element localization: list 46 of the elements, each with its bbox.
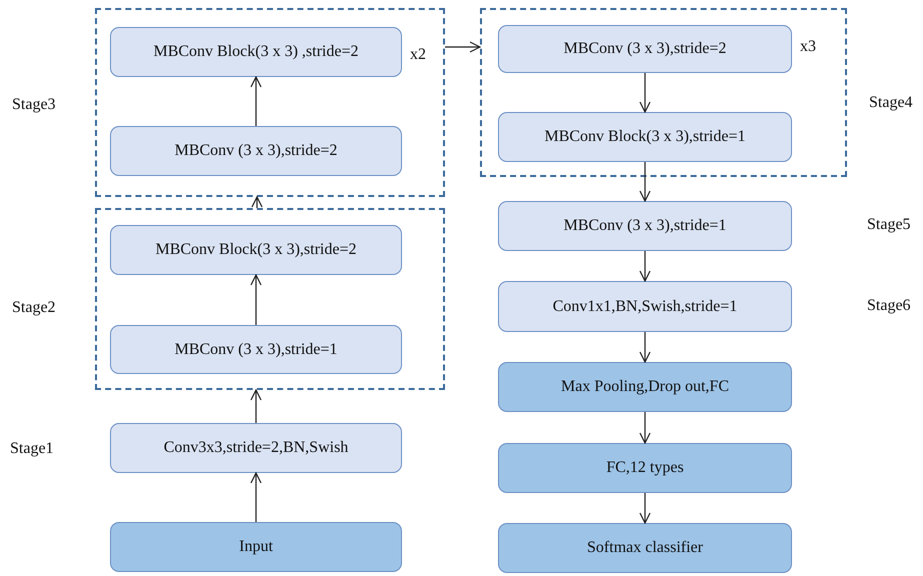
arrow xyxy=(251,196,263,208)
box-label: MBConv Block(3 x 3),stride=1 xyxy=(544,128,746,146)
arrow xyxy=(250,274,262,325)
box-label: MBConv (3 x 3),stride=1 xyxy=(564,217,726,235)
box-label: MBConv (3 x 3),stride=1 xyxy=(174,340,338,358)
arrow xyxy=(250,472,262,522)
stage-label: Stage6 xyxy=(867,297,911,315)
process-box xyxy=(498,523,792,573)
arrow xyxy=(445,41,481,53)
box-label: Input xyxy=(239,538,273,556)
arrow xyxy=(639,162,651,202)
process-box xyxy=(498,25,792,73)
process-box xyxy=(498,362,792,412)
box-label: Conv3x3,stride=2,BN,Swish xyxy=(164,439,348,457)
process-box xyxy=(498,281,792,332)
box-label: MBConv Block(3 x 3) ,stride=2 xyxy=(153,43,358,61)
stage-label: Stage3 xyxy=(12,96,56,114)
arrow xyxy=(639,412,651,444)
process-box xyxy=(498,112,792,162)
side-label: x3 xyxy=(800,38,816,56)
stage-label: Stage4 xyxy=(869,94,913,112)
stage-label: Stage1 xyxy=(10,440,54,458)
process-box xyxy=(110,126,402,176)
process-box xyxy=(110,325,402,374)
box-label: MBConv Block(3 x 3),stride=2 xyxy=(155,241,356,259)
box-label: Softmax classifier xyxy=(587,539,703,557)
process-box xyxy=(110,423,402,473)
process-box xyxy=(498,443,792,493)
process-box xyxy=(110,522,402,572)
box-label: FC,12 types xyxy=(606,459,684,477)
process-box xyxy=(110,27,402,77)
arrow xyxy=(639,332,651,363)
arrow xyxy=(250,76,262,126)
stage-label: Stage5 xyxy=(867,216,911,234)
box-label: Conv1x1,BN,Swish,stride=1 xyxy=(552,298,738,316)
box-label: MBConv (3 x 3),stride=2 xyxy=(174,142,338,160)
process-box xyxy=(110,225,402,275)
arrow xyxy=(639,493,651,524)
arrow xyxy=(639,251,651,282)
stage-label: Stage2 xyxy=(12,299,56,317)
process-box xyxy=(498,201,792,251)
side-label: x2 xyxy=(410,46,426,64)
arrow xyxy=(250,389,262,423)
box-label: Max Pooling,Drop out,FC xyxy=(560,378,729,396)
box-label: MBConv (3 x 3),stride=2 xyxy=(564,40,726,58)
arrow xyxy=(639,73,651,113)
